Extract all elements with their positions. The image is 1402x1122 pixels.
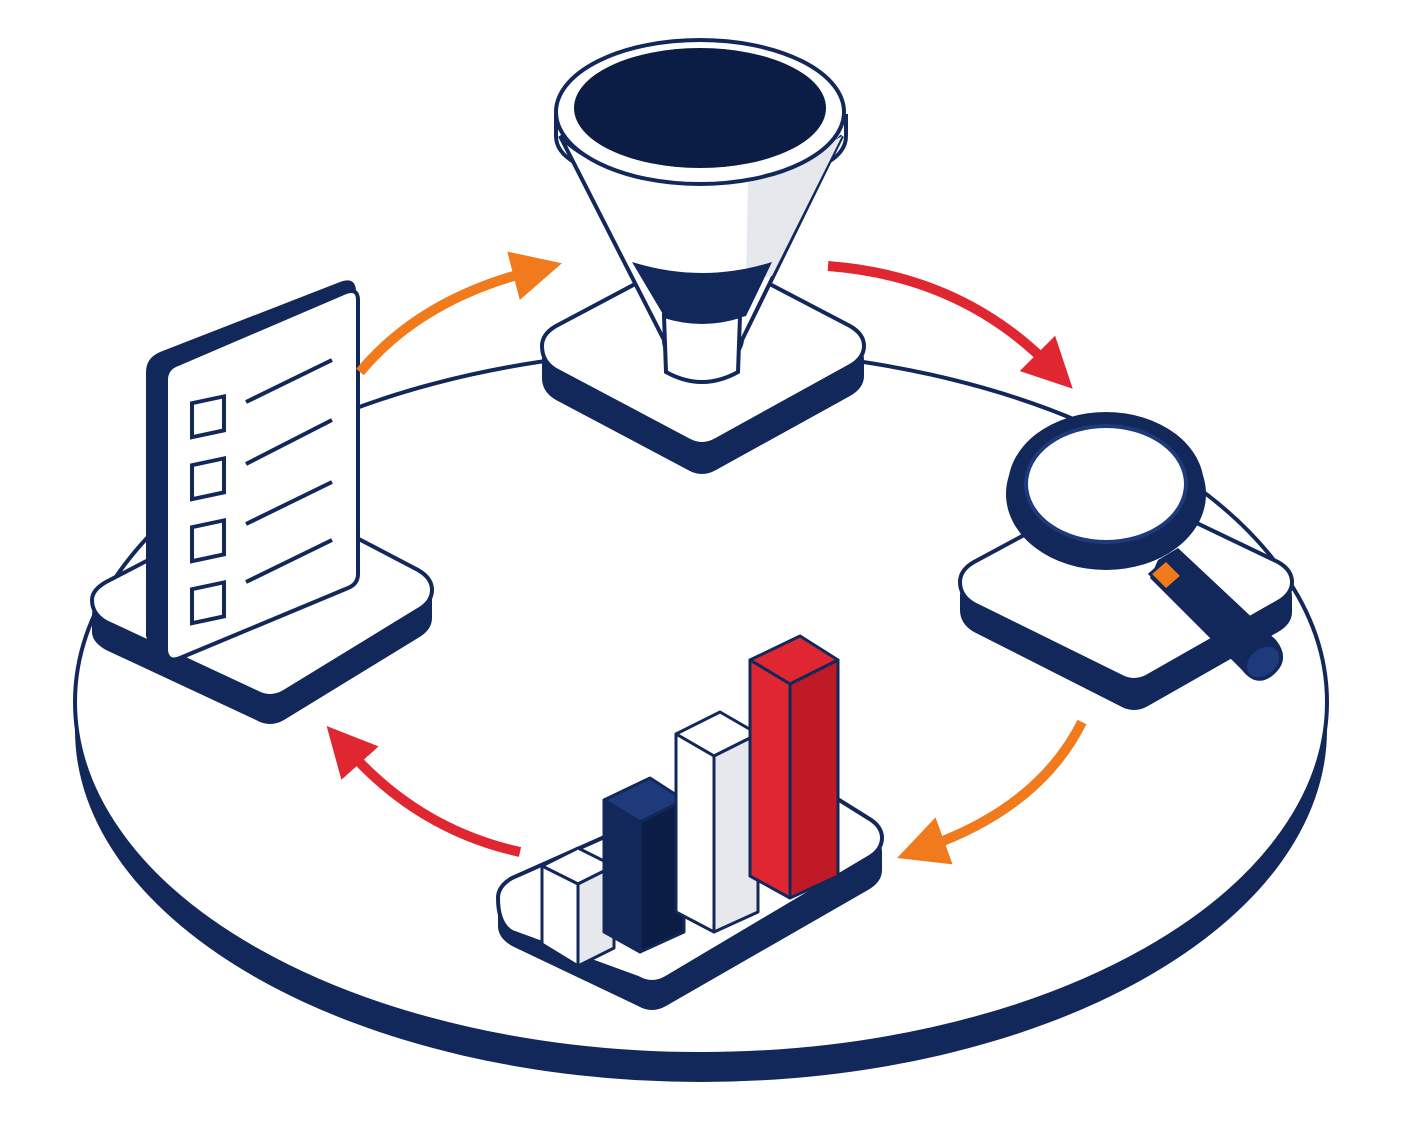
checklist-icon [146, 280, 360, 662]
funnel-icon [554, 38, 848, 384]
arrow-magnifier-to-bar-chart [897, 719, 1087, 865]
arrow-checklist-to-funnel [356, 251, 562, 376]
arrow-bar-chart-to-checklist [326, 725, 522, 857]
flow-arrows [326, 251, 1087, 865]
bar-2 [602, 776, 686, 954]
bar-chart-icon [540, 634, 840, 968]
magnifying-glass-icon [1006, 412, 1284, 681]
bar-3 [674, 710, 760, 934]
arrow-funnel-to-magnifier [827, 261, 1073, 389]
bar-4 [748, 634, 840, 900]
